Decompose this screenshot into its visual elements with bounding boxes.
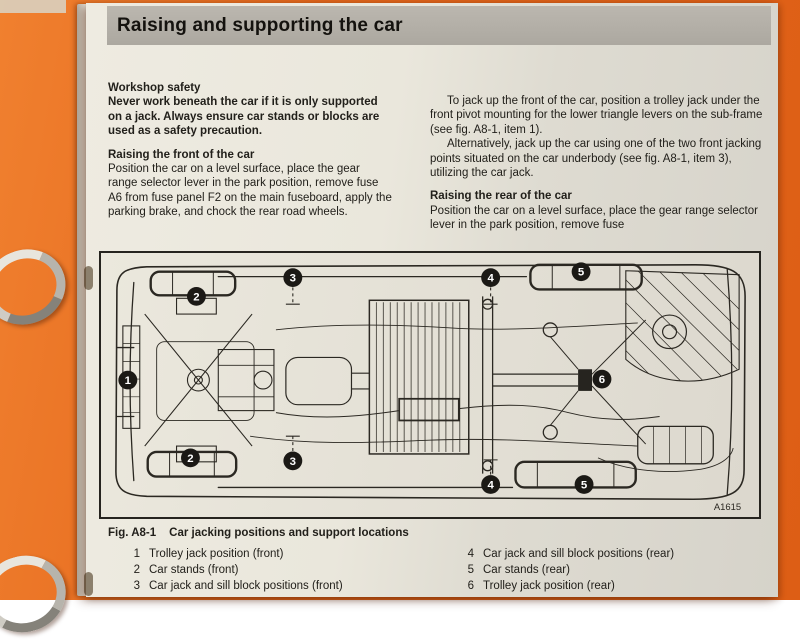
binder-ring-bottom	[0, 545, 75, 642]
legend-item-number: 6	[467, 580, 474, 592]
svg-text:1: 1	[125, 375, 131, 387]
page-header: Raising and supporting the car	[107, 6, 771, 45]
svg-text:2: 2	[187, 453, 193, 465]
callout-marker-2-front-top: 2	[186, 286, 206, 306]
figure-caption: Fig. A8-1 Car jacking positions and supp…	[108, 527, 770, 594]
right-column: To jack up the front of the car, positio…	[430, 81, 770, 233]
legend-item-number: 2	[133, 564, 140, 576]
svg-text:3: 3	[290, 273, 296, 285]
page-title: Raising and supporting the car	[117, 14, 403, 36]
rear-axle-assembly	[482, 296, 647, 474]
legend-item: 5 Car stands (rear)	[462, 562, 674, 578]
callout-marker-4-top: 4	[481, 268, 501, 287]
front-text: Position the car on a level surface, pla…	[108, 163, 392, 219]
legend-item: 6 Trolley jack position (rear)	[462, 578, 674, 594]
callout-marker-1: 1	[118, 370, 138, 390]
legend-item-label: Car stands (rear)	[483, 564, 570, 576]
callout-marker-2-front-bottom: 2	[181, 448, 200, 468]
manual-page: Raising and supporting the car Workshop …	[86, 3, 778, 597]
legend-item-number: 4	[467, 548, 474, 560]
svg-text:6: 6	[599, 374, 605, 386]
svg-text:5: 5	[578, 267, 584, 279]
floor-ribbing	[368, 299, 470, 455]
legend-item-label: Trolley jack position (rear)	[483, 580, 615, 592]
rear-text: Position the car on a level surface, pla…	[430, 204, 758, 232]
figure-caption-head: Fig. A8-1 Car jacking positions and supp…	[108, 527, 770, 539]
callout-marker-5-bottom: 5	[574, 475, 594, 494]
legend-item: 4 Car jack and sill block positions (rea…	[462, 546, 675, 562]
legend-item-number: 5	[467, 564, 474, 576]
callout-marker-4-bottom: 4	[481, 475, 501, 494]
ring-hole-bottom	[84, 572, 93, 596]
callout-marker-3-top: 3	[283, 268, 303, 287]
driveline	[250, 322, 660, 447]
legend-item-number: 3	[133, 580, 140, 592]
page-stack-edge	[77, 4, 88, 596]
underbody-diagram: 1 2 2 3 3 4 4 5 5 6 A1615	[115, 262, 746, 512]
legend-item: 1 Trolley jack position (front)	[128, 546, 462, 562]
callout-markers: 1 2 2 3 3 4 4 5 5 6	[118, 262, 612, 494]
svg-text:3: 3	[290, 456, 296, 468]
callout-marker-6: 6	[592, 369, 612, 389]
rear-heading: Raising the rear of the car	[430, 190, 572, 203]
legend-column-front: 1 Trolley jack position (front) 2 Car st…	[128, 546, 462, 594]
legend-item: 2 Car stands (front)	[128, 562, 462, 578]
safety-heading: Workshop safety	[108, 82, 201, 94]
legend-item-label: Car jack and sill block positions (rear)	[483, 548, 675, 560]
ring-hole-top	[84, 266, 93, 290]
left-column: Workshop safety Never work beneath the c…	[108, 81, 392, 233]
svg-text:4: 4	[487, 273, 494, 285]
svg-text:5: 5	[581, 479, 587, 491]
jack-point-leader-lines	[292, 287, 492, 475]
rear-trolley-point-block	[578, 369, 593, 391]
pad-ticks	[169, 264, 621, 488]
figure-caption-label: Fig. A8-1	[108, 527, 157, 539]
figure-ref-code: A1615	[714, 501, 741, 512]
legend-item-label: Car stands (front)	[149, 564, 239, 576]
rear-wheel-well	[625, 270, 740, 382]
legend-item-label: Trolley jack position (front)	[149, 548, 284, 560]
svg-text:4: 4	[487, 479, 494, 491]
front-heading: Raising the front of the car	[108, 148, 255, 161]
fuel-tank	[597, 425, 734, 472]
figure-caption-title: Car jacking positions and support locati…	[169, 527, 409, 539]
callout-marker-5-top: 5	[571, 262, 591, 282]
legend-item: 3 Car jack and sill block positions (fro…	[128, 578, 462, 594]
alternative-paragraph: Alternatively, jack up the car using one…	[430, 138, 762, 180]
binder-tab	[0, 0, 66, 13]
jack-front-paragraph: To jack up the front of the car, positio…	[430, 95, 763, 136]
safety-text: Never work beneath the car if it is only…	[108, 96, 380, 138]
legend-column-rear: 4 Car jack and sill block positions (rea…	[462, 546, 675, 594]
binder-ring-top	[0, 237, 77, 337]
front-assembly	[122, 297, 275, 463]
figure-legend: 1 Trolley jack position (front) 2 Car st…	[108, 546, 770, 594]
callout-marker-3-bottom: 3	[283, 451, 303, 471]
jack-point-marks	[285, 303, 498, 461]
figure-a8-1: 1 2 2 3 3 4 4 5 5 6 A1615	[99, 251, 761, 519]
text-columns: Workshop safety Never work beneath the c…	[108, 81, 770, 233]
legend-item-number: 1	[133, 548, 140, 560]
svg-text:2: 2	[193, 291, 199, 303]
legend-item-label: Car jack and sill block positions (front…	[149, 580, 343, 592]
